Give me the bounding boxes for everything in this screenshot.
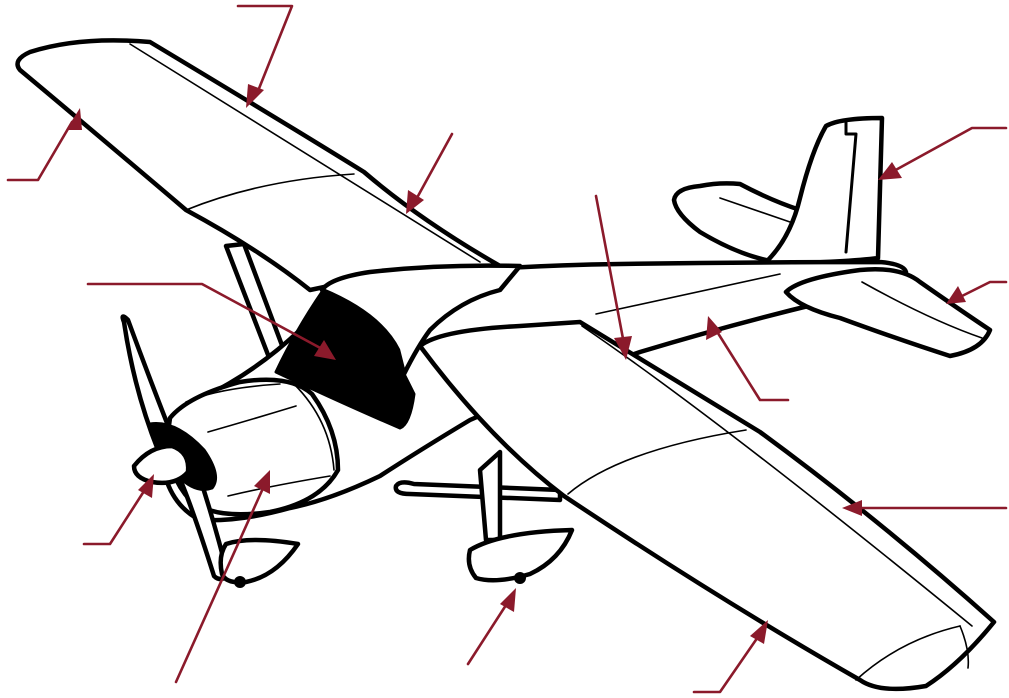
callout-spinner [84, 474, 154, 544]
callout-elevator [946, 282, 1006, 304]
callout-fuselage [706, 316, 788, 400]
left-wing [18, 40, 500, 290]
right-horizontal-stabilizer [786, 269, 990, 356]
right-wing-strut [396, 482, 560, 500]
callout-left-wing-tip [8, 108, 82, 180]
spinner [134, 446, 188, 483]
callout-vertical-stabilizer [878, 128, 1006, 180]
vertical-stabilizer [764, 118, 882, 264]
callout-left-aileron [238, 6, 292, 108]
callout-main-landing-gear [468, 588, 516, 664]
callout-left-flap [406, 134, 452, 214]
right-wing [420, 322, 994, 689]
nose-wheel [216, 530, 298, 588]
callout-right-wing [694, 620, 768, 692]
